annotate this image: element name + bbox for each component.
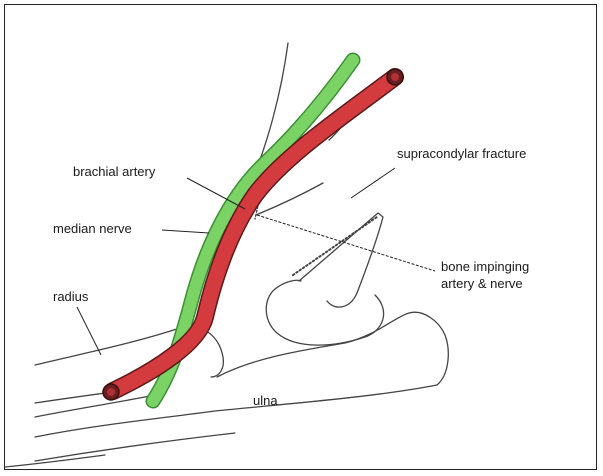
leader-median-nerve [162,230,209,233]
condyle-outline [299,213,383,307]
leader-bone-impinging [257,215,435,271]
label-brachial-artery: brachial artery [73,164,155,179]
label-supracondylar-fracture: supracondylar fracture [397,146,526,161]
ulna-bottom-outline [35,385,437,437]
forearm-lower-outline-2 [5,455,105,467]
ulna-top-outline [217,312,448,385]
anatomy-drawing [5,5,597,470]
fracture-edge [293,217,377,275]
diagram-frame: brachial artery median nerve radius ulna… [4,4,597,470]
label-radius: radius [53,289,88,304]
label-bone-impinging: bone impinging [441,259,529,274]
label-ulna: ulna [253,393,278,408]
label-median-nerve: median nerve [53,221,132,236]
brachial-artery-shape [103,69,403,400]
forearm-lower-outline [35,433,235,461]
ulna-inner-line [35,395,155,417]
leader-supracondylar [351,168,395,198]
label-artery-and-nerve: artery & nerve [441,276,523,291]
leader-radius [77,307,101,355]
